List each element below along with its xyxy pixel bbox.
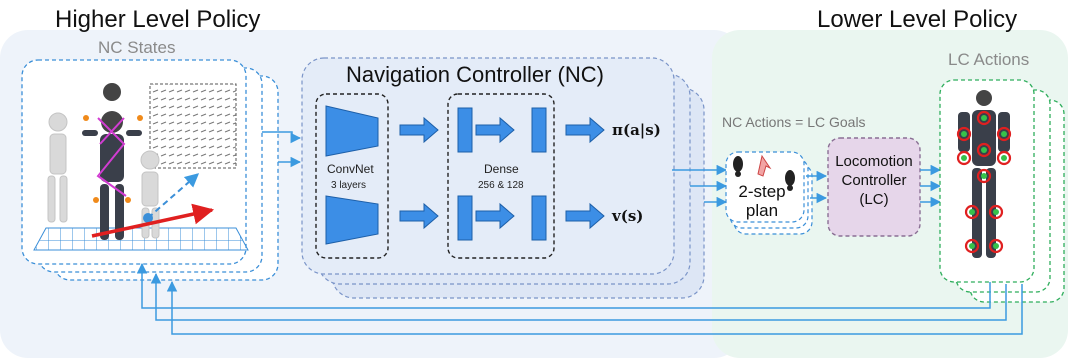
lc-action-figure-icon xyxy=(956,90,1012,258)
nc-states-label: NC States xyxy=(98,38,176,57)
character-figure-icon xyxy=(82,83,143,240)
dense-label: Dense xyxy=(484,162,519,176)
vector-field-icon xyxy=(149,83,237,169)
lc-label-line2: Controller xyxy=(841,172,907,189)
plan-to-lc-arrows xyxy=(806,170,828,204)
convnet-box xyxy=(315,93,389,259)
plan-label: 2-step plan xyxy=(734,182,790,220)
higher-level-policy-title: Higher Level Policy xyxy=(55,6,261,33)
target-point xyxy=(143,213,153,223)
heading-arrow xyxy=(91,203,215,238)
lc-label: Locomotion Controller (LC) xyxy=(828,152,920,209)
feedback-loops xyxy=(136,262,1023,335)
dense-layers xyxy=(457,107,547,241)
target-direction-line xyxy=(147,173,200,219)
plan-label-line2: plan xyxy=(745,201,779,220)
convnet-label: ConvNet xyxy=(327,162,374,176)
convnet-layer-bottom xyxy=(325,195,379,245)
convnet-sublabel: 3 layers xyxy=(331,180,367,191)
states-to-nc-arrows xyxy=(262,131,302,168)
value-output-label: v(s) xyxy=(612,207,644,225)
footprints-icon xyxy=(733,156,795,191)
lc-to-actions-arrows xyxy=(920,164,942,208)
policy-output-label: π(a|s) xyxy=(612,121,661,139)
lc-actions-label: LC Actions xyxy=(948,50,1030,69)
lc-label-line3: (LC) xyxy=(859,191,889,208)
lower-level-policy-title: Lower Level Policy xyxy=(817,6,1018,33)
nc-to-plan-arrows xyxy=(672,164,728,208)
block-arrows xyxy=(399,116,605,230)
dense-sublabel: 256 & 128 xyxy=(478,180,524,191)
convnet-layer-top xyxy=(325,105,379,157)
nc-title: Navigation Controller (NC) xyxy=(346,62,604,87)
ground-grid xyxy=(33,227,249,251)
dense-box xyxy=(447,93,555,259)
nc-actions-label: NC Actions = LC Goals xyxy=(722,114,866,130)
lc-box xyxy=(827,137,921,237)
step-arrow-icon xyxy=(757,154,772,177)
lc-label-line1: Locomotion xyxy=(835,153,913,170)
plan-label-line1: 2-step xyxy=(738,182,786,201)
